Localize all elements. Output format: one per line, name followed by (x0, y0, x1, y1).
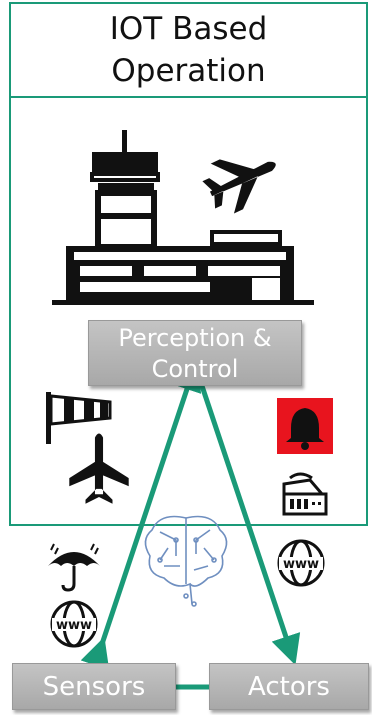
airport-tower-icon (52, 130, 314, 305)
sensors-node: Sensors (12, 663, 176, 710)
brain-circuit-icon (145, 517, 226, 607)
alarm-bell-icon (277, 398, 333, 454)
airplane-icon (197, 139, 287, 220)
airplane-small-icon (69, 434, 128, 504)
perception-label-line-2: Control (89, 354, 301, 385)
actors-node: Actors (209, 663, 369, 710)
arrow-perception-to-sensors (100, 374, 192, 650)
perception-label-line-1: Perception & (89, 323, 301, 354)
globe-www-label: www (283, 557, 319, 572)
control-panel-icon (284, 474, 326, 514)
umbrella-rain-icon (48, 544, 100, 590)
perception-control-node: Perception & Control (88, 320, 302, 386)
connection-arrows (100, 374, 291, 687)
globe-www-label: www (56, 618, 92, 633)
